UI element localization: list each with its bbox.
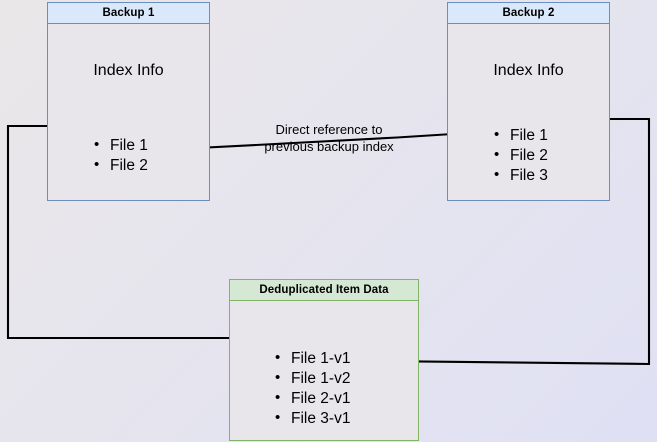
backup-2-body: Index Info File 1 File 2 File 3 (447, 24, 610, 201)
backup-2-title: Backup 2 (447, 2, 610, 24)
backup-1-box: Backup 1 Index Info File 1 File 2 (47, 2, 210, 201)
list-item: File 3 (494, 165, 548, 186)
caption-line-1: Direct reference to (275, 122, 383, 137)
connector-caption: Direct reference to previous backup inde… (253, 121, 405, 155)
list-item: File 3-v1 (275, 408, 350, 429)
deduplicated-item-data-body: File 1-v1 File 1-v2 File 2-v1 File 3-v1 (229, 301, 419, 441)
list-item: File 1 (94, 135, 148, 156)
backup-1-title: Backup 1 (47, 2, 210, 24)
list-item: File 2 (494, 145, 548, 166)
backup-1-subtitle: Index Info (93, 62, 164, 79)
list-item: File 1-v1 (275, 348, 350, 369)
backup-2-file-list: File 1 File 2 File 3 (494, 125, 548, 186)
backup-2-subtitle: Index Info (493, 62, 564, 79)
deduplicated-item-data-title: Deduplicated Item Data (229, 279, 419, 301)
list-item: File 2-v1 (275, 388, 350, 409)
deduplicated-item-data-box: Deduplicated Item Data File 1-v1 File 1-… (229, 279, 419, 441)
caption-line-2: previous backup index (264, 139, 394, 154)
deduplicated-file-list: File 1-v1 File 1-v2 File 2-v1 File 3-v1 (275, 348, 350, 429)
list-item: File 1-v2 (275, 368, 350, 389)
list-item: File 2 (94, 155, 148, 176)
backup-1-body: Index Info File 1 File 2 (47, 24, 210, 201)
backup-1-file-list: File 1 File 2 (94, 135, 148, 176)
backup-2-box: Backup 2 Index Info File 1 File 2 File 3 (447, 2, 610, 201)
list-item: File 1 (494, 125, 548, 146)
